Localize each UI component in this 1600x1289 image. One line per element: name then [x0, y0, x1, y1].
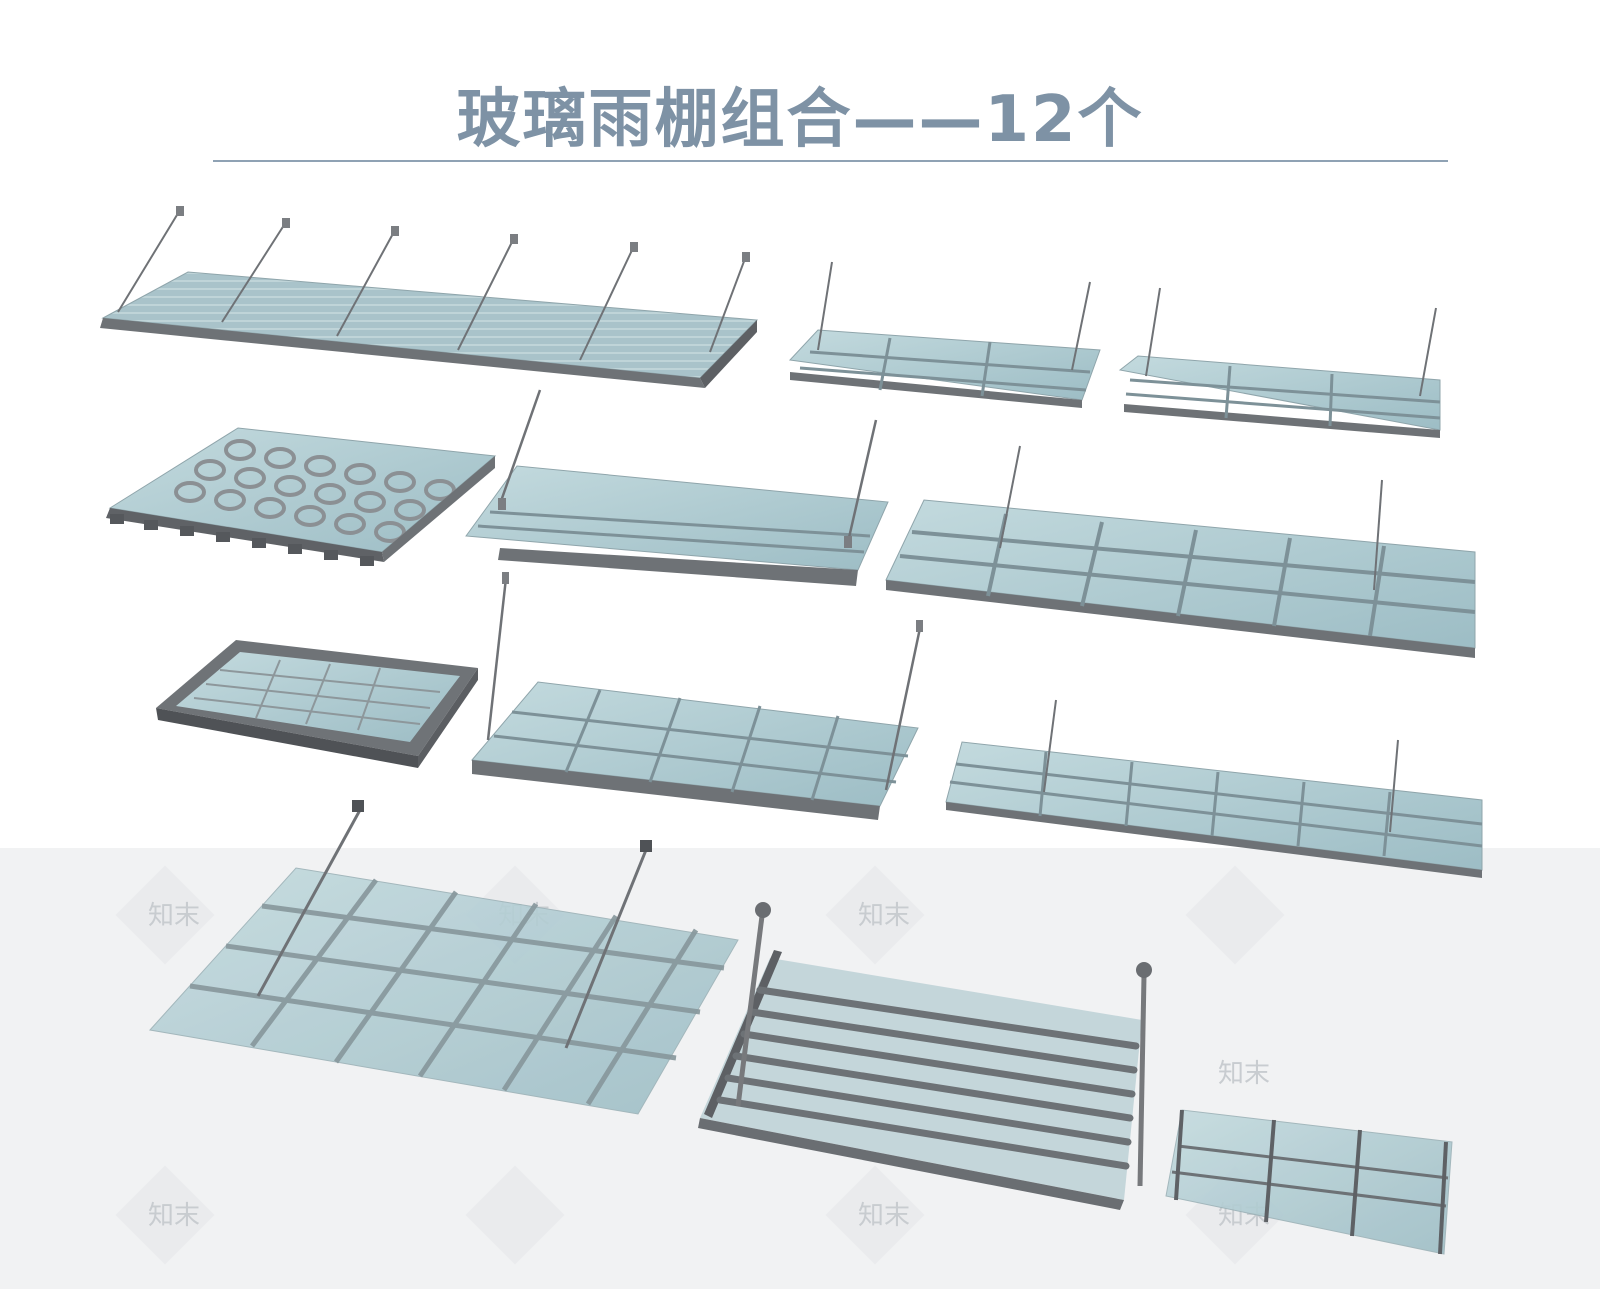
watermark-text: 知末 — [858, 1201, 910, 1231]
canopy-11 — [698, 902, 1152, 1210]
canopy-7 — [156, 640, 478, 768]
canopy-6 — [885, 445, 1476, 658]
canopy-8 — [471, 572, 923, 820]
watermark-text: 知末 — [148, 1201, 200, 1231]
canopy-9 — [945, 699, 1483, 878]
canopy-1 — [100, 206, 759, 388]
canopy-4 — [106, 427, 497, 566]
title-divider — [213, 160, 1448, 162]
watermark-text: 知末 — [858, 901, 910, 931]
canopy-10 — [149, 800, 739, 1115]
watermark-text: 知末 — [1218, 1059, 1270, 1089]
canopy-5 — [465, 389, 889, 586]
canopy-12 — [1165, 1109, 1453, 1255]
canopy-3 — [1118, 287, 1441, 438]
watermark-text: 知末 — [148, 901, 200, 931]
canopy-2 — [788, 261, 1101, 408]
page-title: 玻璃雨棚组合——12个 — [456, 83, 1144, 157]
